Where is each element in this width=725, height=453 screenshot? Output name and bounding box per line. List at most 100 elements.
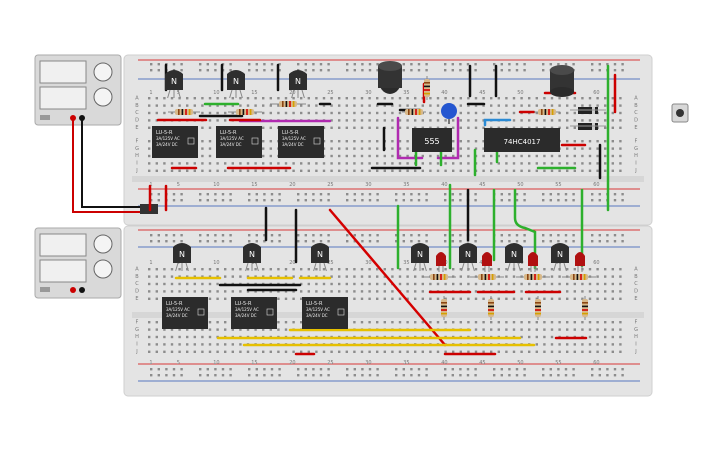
column-number: 35	[403, 360, 409, 366]
transistor-5[interactable]: N	[243, 243, 261, 272]
column-number: 10	[213, 260, 219, 266]
power-supply-bottom[interactable]	[34, 227, 122, 299]
row-letter: H	[634, 334, 638, 340]
column-number: 15	[251, 182, 257, 188]
relay-rating: 3A/125V AC	[220, 136, 244, 141]
transistor-2[interactable]: N	[227, 70, 245, 99]
column-number: 60	[593, 260, 599, 266]
row-letter: H	[135, 334, 139, 340]
led-4[interactable]	[575, 252, 585, 272]
column-number: 55	[555, 182, 561, 188]
resistor-2[interactable]	[228, 109, 262, 115]
relay-rating: 3A/125V AC	[166, 307, 190, 312]
resistor-9[interactable]	[516, 274, 550, 280]
relay-symbol-icon	[266, 308, 274, 316]
transistor-6[interactable]: N	[311, 243, 329, 272]
row-letter: C	[634, 281, 638, 287]
resistor-6[interactable]	[534, 109, 560, 115]
column-number: 45	[479, 360, 485, 366]
relay-title: LU-5-R	[220, 130, 237, 136]
resistor-8[interactable]	[470, 274, 504, 280]
row-letter: C	[135, 281, 139, 287]
relay-rating: 3A/125V AC	[235, 307, 259, 312]
row-letter: F	[136, 319, 139, 325]
transistor-10[interactable]: N	[551, 243, 569, 272]
transistor-1[interactable]: N	[165, 70, 183, 99]
resistor-7[interactable]	[422, 274, 456, 280]
column-number: 50	[517, 90, 523, 96]
column-number: 50	[517, 360, 523, 366]
column-number: 20	[289, 260, 295, 266]
relay-rating: 3A/24V DC	[166, 313, 188, 318]
resistor-5[interactable]	[402, 109, 426, 115]
relay-rating: 3A/125V AC	[282, 136, 306, 141]
ic-74hc4017[interactable]: 74HC4017	[484, 128, 560, 152]
column-number: 15	[251, 360, 257, 366]
resistor-13[interactable]	[535, 296, 541, 320]
column-number: 25	[327, 260, 333, 266]
capacitor-electrolytic-1[interactable]	[378, 61, 402, 94]
column-number: 50	[517, 182, 523, 188]
transistor-label: N	[465, 250, 471, 259]
transistor-4[interactable]: N	[173, 243, 191, 272]
row-letter: I	[635, 161, 636, 167]
capacitor-electrolytic-2[interactable]	[550, 65, 574, 97]
transistor-label: N	[233, 77, 239, 86]
resistor-4[interactable]	[424, 76, 430, 100]
resistors[interactable]	[168, 76, 596, 320]
column-number: 60	[593, 360, 599, 366]
row-letter: B	[135, 274, 139, 280]
column-number: 15	[251, 90, 257, 96]
transistor-label: N	[171, 77, 177, 86]
resistor-12[interactable]	[488, 296, 494, 320]
diode-2[interactable]	[570, 123, 606, 130]
pushbutton-icon[interactable]	[671, 103, 689, 123]
column-number: 10	[213, 90, 219, 96]
ic-555[interactable]: 555	[412, 128, 452, 152]
capacitor-ceramic[interactable]	[441, 103, 457, 124]
resistor-10[interactable]	[562, 274, 596, 280]
row-letter: E	[135, 296, 138, 302]
ic-555-label: 555	[424, 137, 439, 146]
resistor-1[interactable]	[168, 109, 200, 115]
resistor-11[interactable]	[441, 296, 447, 320]
transistor-9[interactable]: N	[505, 243, 523, 272]
row-letter: B	[135, 103, 139, 109]
column-number: 60	[593, 90, 599, 96]
transistors[interactable]: N N N N N N N N N N	[165, 70, 569, 272]
transistor-label: N	[511, 250, 517, 259]
row-letter: D	[634, 118, 638, 124]
column-number: 40	[441, 90, 447, 96]
led-1[interactable]	[436, 252, 446, 272]
row-letter: J	[634, 168, 636, 174]
column-number: 1	[149, 360, 152, 366]
row-letter: H	[135, 153, 139, 159]
transistor-7[interactable]: N	[411, 243, 429, 272]
row-letter: D	[634, 289, 638, 295]
transistor-8[interactable]: N	[459, 243, 477, 272]
row-letter: I	[136, 342, 137, 348]
diode-1[interactable]	[570, 107, 606, 114]
row-letter: H	[634, 153, 638, 159]
power-supply-top[interactable]	[34, 54, 122, 126]
row-letter: D	[135, 118, 139, 124]
resistor-3[interactable]	[270, 101, 306, 107]
leds[interactable]	[436, 252, 585, 272]
column-number: 25	[327, 182, 333, 188]
led-2[interactable]	[482, 252, 492, 272]
ic-74hc4017-label: 74HC4017	[504, 138, 541, 146]
led-3[interactable]	[528, 252, 538, 272]
row-letter: C	[634, 110, 638, 116]
resistor-14[interactable]	[582, 296, 588, 320]
transistor-3[interactable]: N	[289, 70, 307, 99]
row-letter: G	[634, 327, 638, 333]
relay-symbol-icon	[187, 137, 195, 145]
